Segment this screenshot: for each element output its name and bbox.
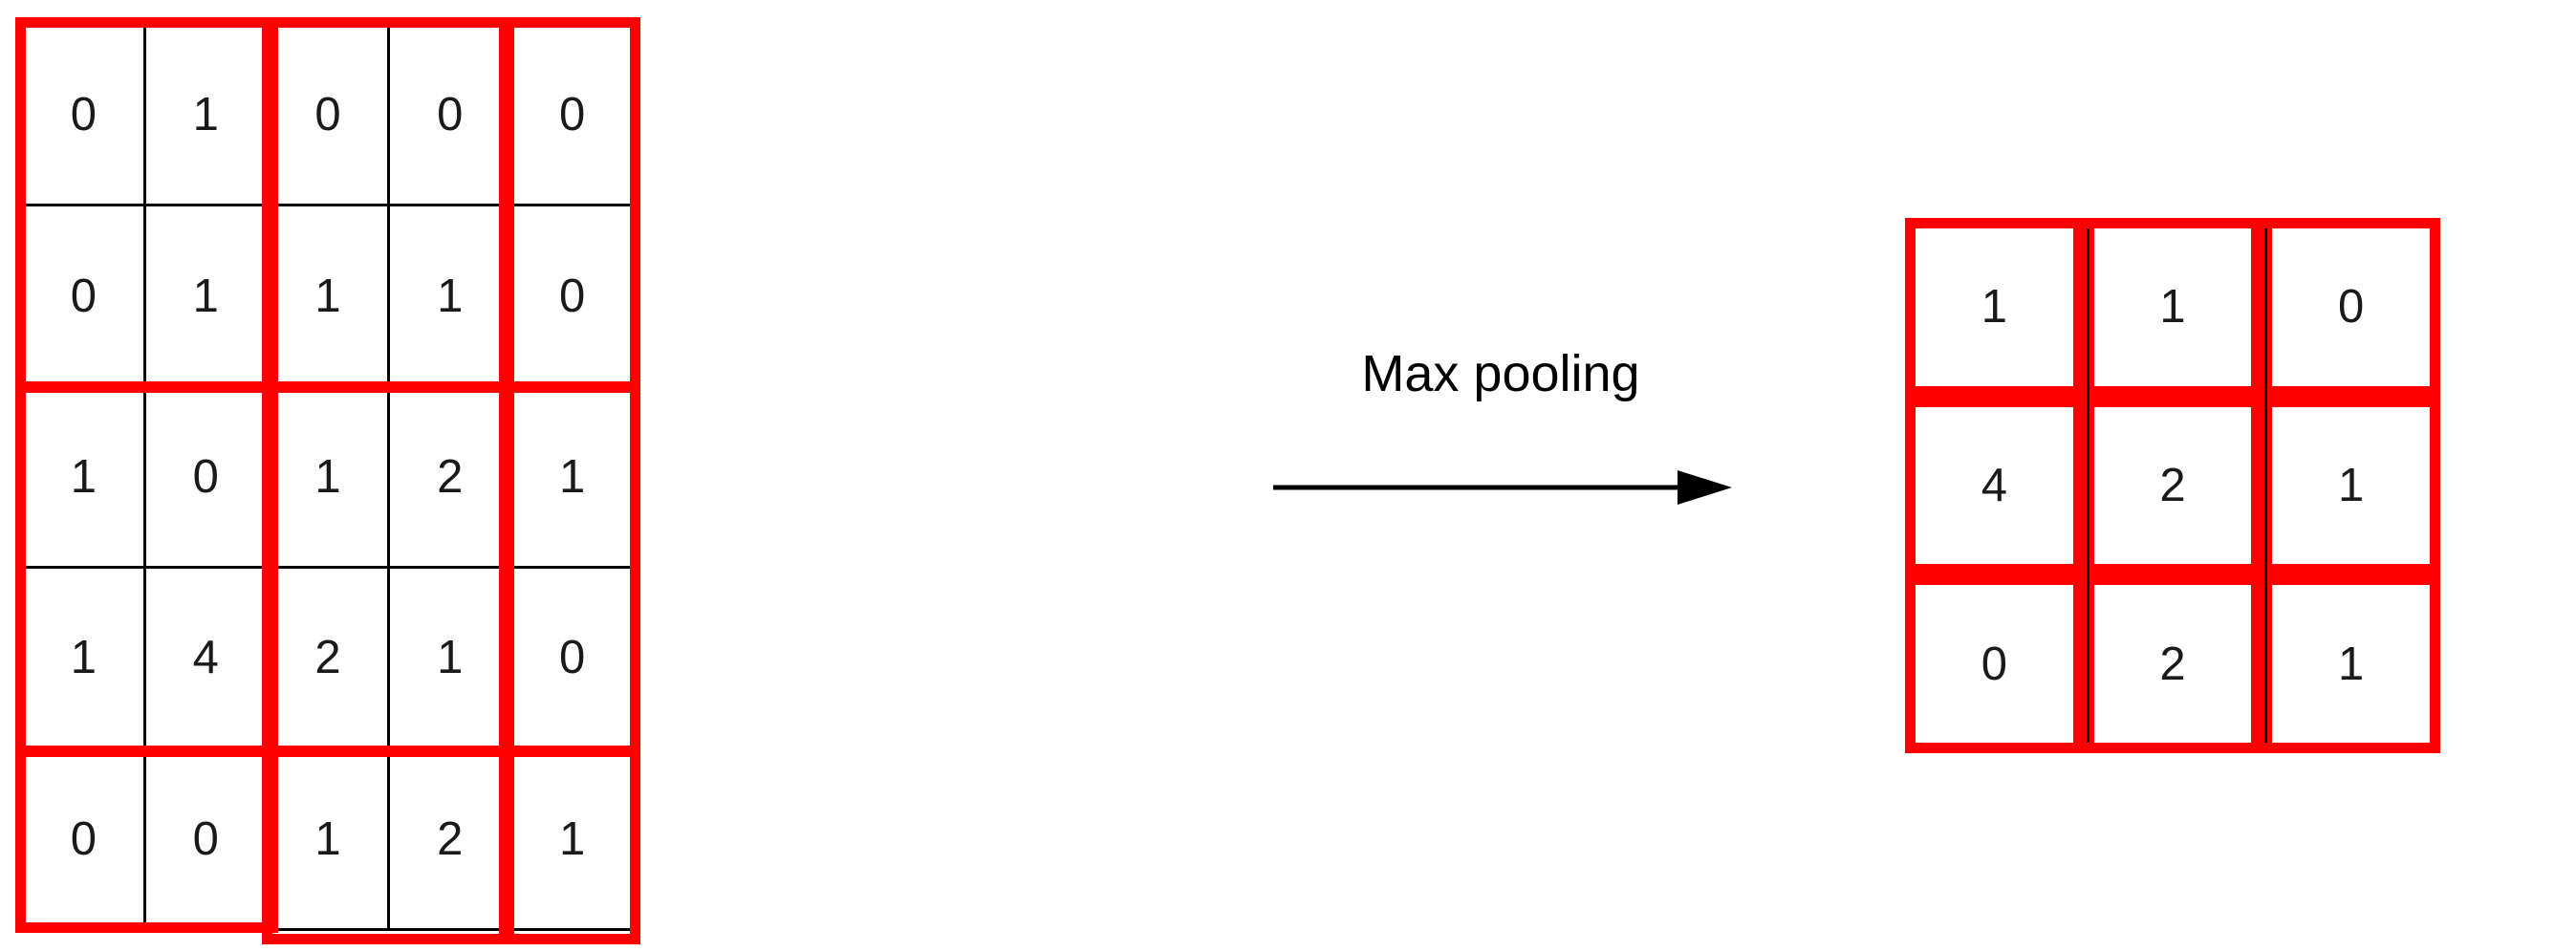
input-cell: 2 [390, 387, 513, 570]
output-cell: 2 [2093, 585, 2252, 743]
input-cell: 1 [512, 387, 635, 570]
input-cell: 1 [268, 206, 391, 388]
output-cell-grid: 1 1 0 4 2 1 0 2 1 [1905, 218, 2440, 753]
input-cell: 0 [512, 26, 635, 207]
input-cell: 1 [268, 387, 391, 570]
output-cell: 1 [2272, 406, 2430, 565]
input-cell: 0 [512, 206, 635, 388]
input-cell: 1 [390, 206, 513, 388]
output-cell: 1 [2093, 228, 2252, 386]
output-cell: 1 [1916, 228, 2073, 386]
input-cell: 1 [512, 749, 635, 931]
input-cell-grid: 0 1 0 0 0 0 1 1 1 0 1 0 1 2 1 1 4 2 1 0 … [21, 23, 635, 931]
output-cell: 2 [2093, 406, 2252, 565]
input-cell: 0 [24, 749, 146, 931]
input-cell: 1 [24, 569, 146, 750]
output-cell: 0 [1916, 585, 2073, 743]
pooled-output-matrix: 1 1 0 4 2 1 0 2 1 [1905, 218, 2440, 753]
input-cell: 0 [24, 26, 146, 207]
input-cell: 1 [268, 749, 391, 931]
max-pooling-arrow [1271, 459, 1735, 516]
output-cell: 4 [1916, 406, 2073, 565]
input-cell: 0 [268, 26, 391, 207]
input-cell: 1 [390, 569, 513, 750]
input-cell: 0 [24, 206, 146, 388]
max-pooling-transform: Max pooling [1271, 344, 1787, 573]
input-cell: 2 [390, 749, 513, 931]
output-cell: 0 [2272, 228, 2430, 386]
input-cell: 1 [145, 206, 269, 388]
input-cell: 0 [145, 749, 269, 931]
input-feature-map: 0 1 0 0 0 0 1 1 1 0 1 0 1 2 1 1 4 2 1 0 … [15, 17, 640, 944]
input-cell: 1 [24, 387, 146, 570]
max-pooling-label: Max pooling [1361, 345, 1640, 402]
input-cell: 0 [512, 569, 635, 750]
input-cell: 4 [145, 569, 269, 750]
input-cell: 0 [145, 387, 269, 570]
input-cell: 2 [268, 569, 391, 750]
output-cell: 1 [2272, 585, 2430, 743]
input-cell: 1 [145, 26, 269, 207]
input-cell: 0 [390, 26, 513, 207]
